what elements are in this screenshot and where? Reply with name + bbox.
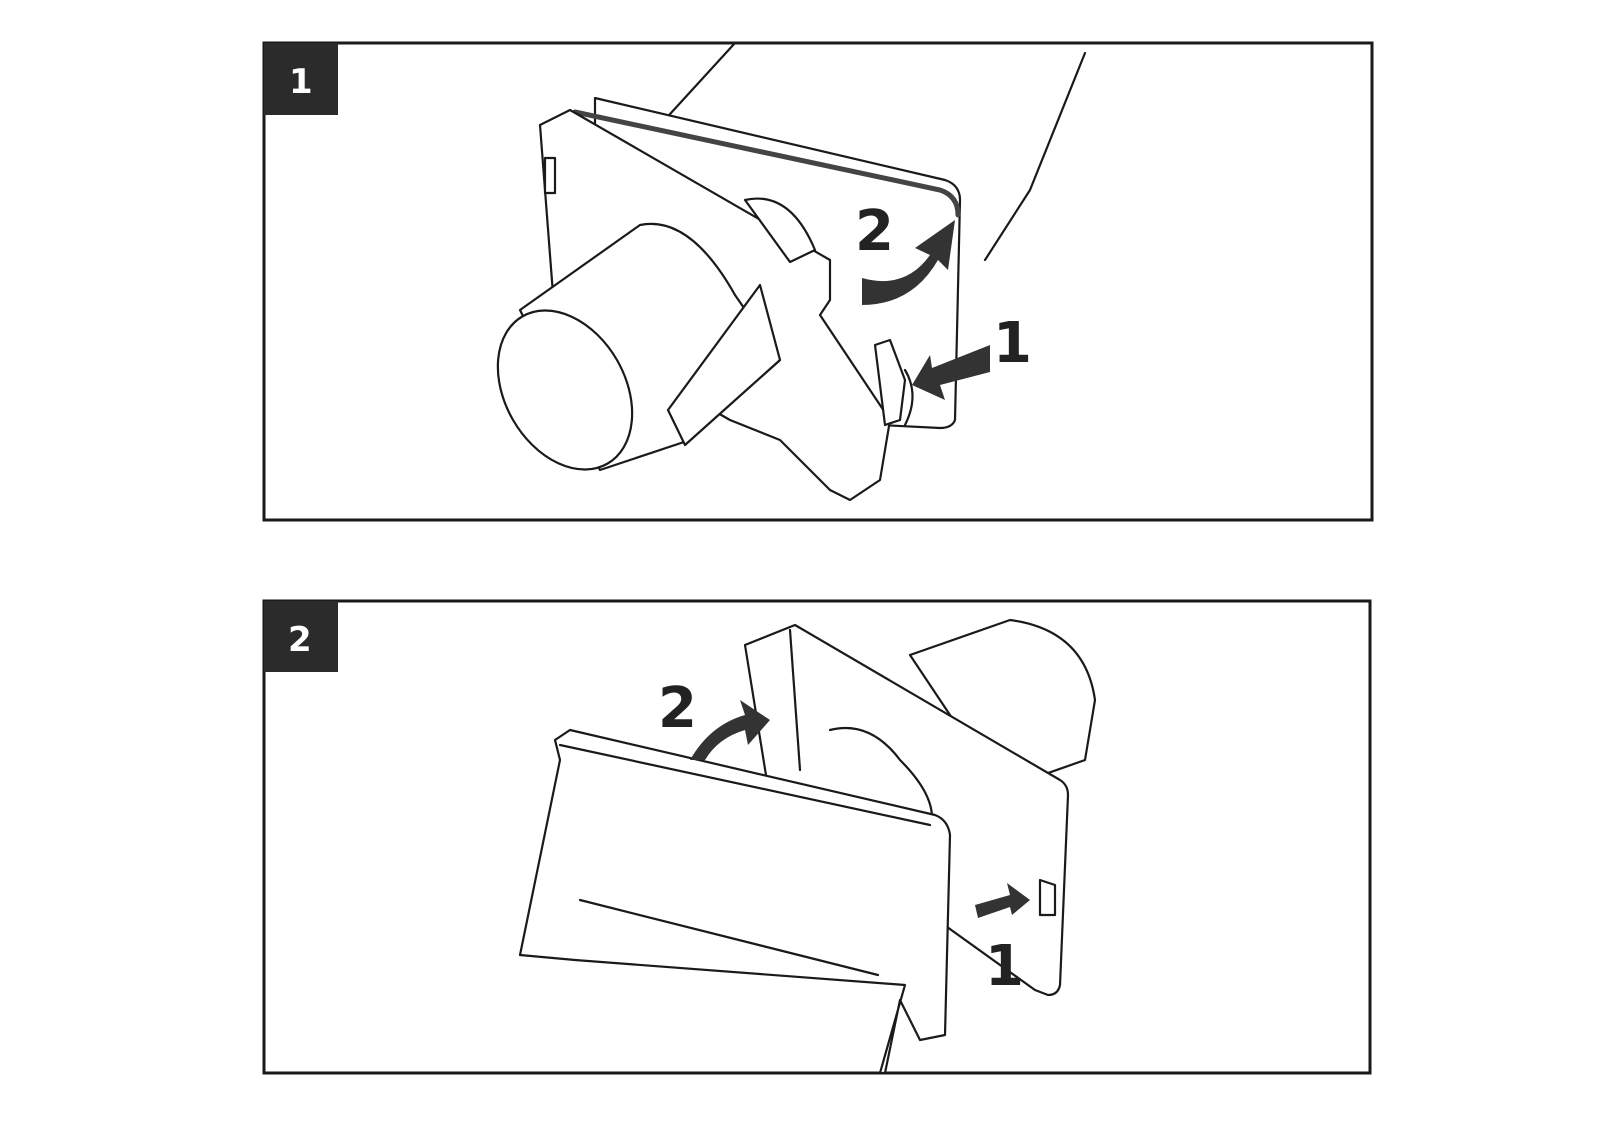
clip-ring — [903, 368, 914, 427]
socket-ring — [828, 726, 934, 832]
cable-line — [983, 51, 1087, 262]
step-1-label: 1 — [993, 311, 1032, 376]
slot — [543, 156, 557, 195]
rotate-arrow — [862, 220, 955, 305]
panel-2-number: 2 — [288, 620, 312, 660]
cable-line — [658, 41, 737, 127]
knob-tab — [666, 283, 782, 447]
cover-line — [578, 898, 880, 977]
clip — [873, 338, 907, 427]
panel-2-frame — [262, 599, 1372, 1075]
insert-arrow — [690, 700, 770, 760]
round-socket — [743, 197, 817, 264]
panel-1-frame — [262, 41, 1374, 522]
frame-edge — [572, 109, 961, 218]
step-2-label: 2 — [658, 676, 697, 741]
panel-1-number: 1 — [289, 62, 313, 102]
rear-cylinder — [908, 618, 1097, 792]
panel-2: 2 1 2 — [262, 599, 1372, 1075]
step-1-label: 1 — [985, 934, 1024, 999]
latch — [1038, 878, 1057, 917]
plate-edge — [788, 628, 802, 772]
cover-edge — [558, 743, 932, 827]
cover-plate — [518, 728, 952, 1075]
step-2-label: 2 — [855, 199, 894, 264]
panel-2-badge — [264, 601, 338, 672]
knob-face — [496, 309, 634, 471]
panel-1-badge — [264, 43, 338, 115]
push-arrow — [975, 883, 1030, 918]
panel-1: 2 1 1 — [262, 41, 1374, 522]
push-arrow — [912, 345, 990, 400]
